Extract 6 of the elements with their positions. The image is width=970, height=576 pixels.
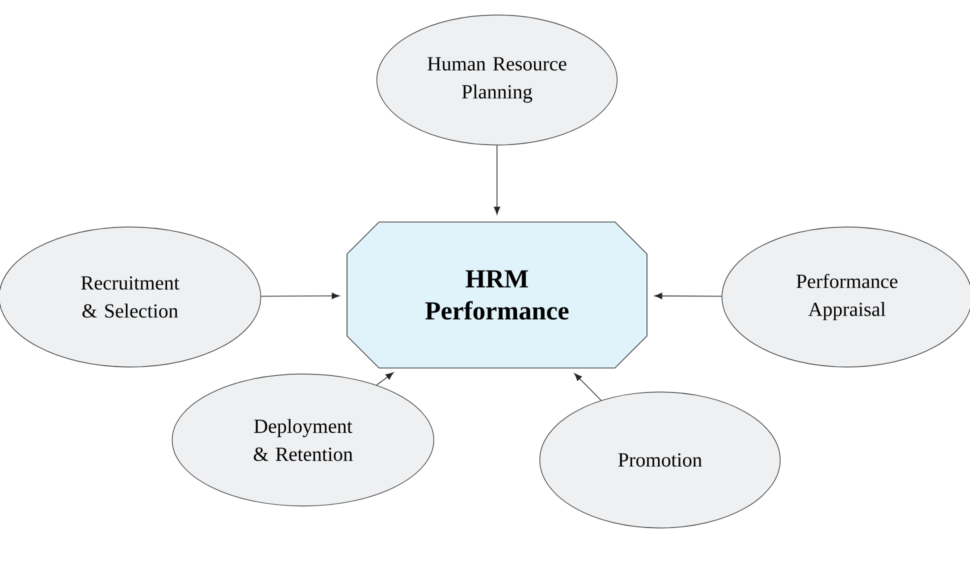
arrow bbox=[494, 144, 500, 215]
arrow bbox=[260, 292, 340, 300]
process-octagon: HRM Performance bbox=[346, 222, 648, 368]
arrow bbox=[654, 292, 722, 300]
arrow bbox=[376, 372, 394, 386]
arrow bbox=[574, 373, 602, 401]
